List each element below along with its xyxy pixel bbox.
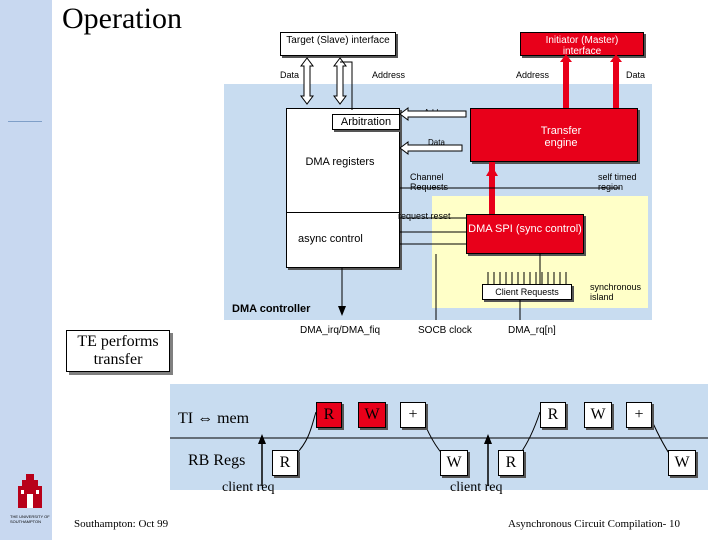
- rb-regs-label: RB Regs: [188, 452, 246, 469]
- address-double-arrow: [333, 57, 347, 105]
- timeline-w2: W: [584, 402, 612, 428]
- top-address-left: Address: [372, 70, 406, 80]
- mem-label: mem: [217, 410, 250, 427]
- timeline-w1: W: [358, 402, 386, 428]
- timeline-plus2: +: [626, 402, 652, 428]
- ti-label: TI: [178, 410, 194, 427]
- top-address-right: Address: [516, 70, 550, 80]
- client-requests-label: Client Requests: [495, 287, 559, 297]
- dma-rq-label: DMA_rq[n]: [508, 325, 556, 336]
- rb-w1: W: [440, 450, 468, 476]
- dma-controller-label: DMA controller: [232, 303, 311, 315]
- client-requests-box: Client Requests: [482, 284, 572, 300]
- channel-requests-label: Channel Requests: [410, 172, 449, 192]
- inner-data-arrow: [399, 141, 463, 155]
- initiator-interface-label: Initiator (Master) interface: [545, 35, 619, 57]
- te-performs-box: TE performs transfer: [66, 330, 170, 372]
- footer-left: Southampton: Oct 99: [74, 518, 169, 530]
- te-performs-label: TE performs transfer: [77, 333, 159, 368]
- inner-address-arrow: [399, 107, 467, 121]
- initiator-interface-box: Initiator (Master) interface: [520, 32, 644, 57]
- dma-spi-box: DMA SPI (sync control): [466, 214, 584, 254]
- async-control-label: async control: [298, 233, 363, 245]
- synchronous-island-label: synchronous island: [590, 282, 642, 302]
- slide-title: Operation: [62, 2, 182, 35]
- client-req-label-1: client req: [222, 480, 275, 495]
- rb-r2: R: [498, 450, 524, 476]
- self-timed-region-label: self timed region: [598, 172, 637, 192]
- request-reset-label: request reset: [398, 211, 451, 221]
- footer-right: Asynchronous Circuit Compilation- 10: [508, 518, 681, 530]
- left-sidebar-band: [0, 0, 52, 540]
- university-logo-text: THE UNIVERSITY OF SOUTHAMPTON: [10, 514, 50, 524]
- timeline-r1: R: [316, 402, 342, 428]
- sidebar-rule: [8, 121, 42, 122]
- top-data-right: Data: [626, 70, 646, 80]
- rb-r1: R: [272, 450, 298, 476]
- bidirectional-icon: ⇔: [197, 410, 214, 427]
- transfer-engine-box: Transfer engine: [470, 108, 638, 162]
- inner-data-label: Data: [428, 138, 445, 147]
- async-divider: [286, 212, 400, 213]
- dma-core-block: [286, 108, 400, 268]
- ti-mem-label: TI ⇔ mem: [178, 410, 249, 428]
- arbitration-label: Arbitration: [340, 116, 392, 128]
- dma-registers-label: DMA registers: [305, 156, 375, 168]
- target-interface-box: Target (Slave) interface: [280, 32, 396, 56]
- timeline-r2: R: [540, 402, 566, 428]
- timeline-band: [170, 384, 708, 490]
- dma-irq-label: DMA_irq/DMA_fiq: [300, 325, 381, 336]
- socb-clock-label: SOCB clock: [418, 325, 472, 336]
- dma-spi-label: DMA SPI (sync control): [468, 223, 582, 235]
- rb-w2: W: [668, 450, 696, 476]
- transfer-engine-label: Transfer engine: [540, 125, 582, 149]
- client-req-label-2: client req: [450, 480, 503, 495]
- top-data-left: Data: [280, 70, 300, 80]
- data-double-arrow: [300, 57, 314, 105]
- target-interface-label: Target (Slave) interface: [286, 35, 390, 46]
- timeline-plus1: +: [400, 402, 426, 428]
- university-crest-icon: [18, 474, 42, 508]
- arbitration-box: Arbitration: [332, 114, 400, 130]
